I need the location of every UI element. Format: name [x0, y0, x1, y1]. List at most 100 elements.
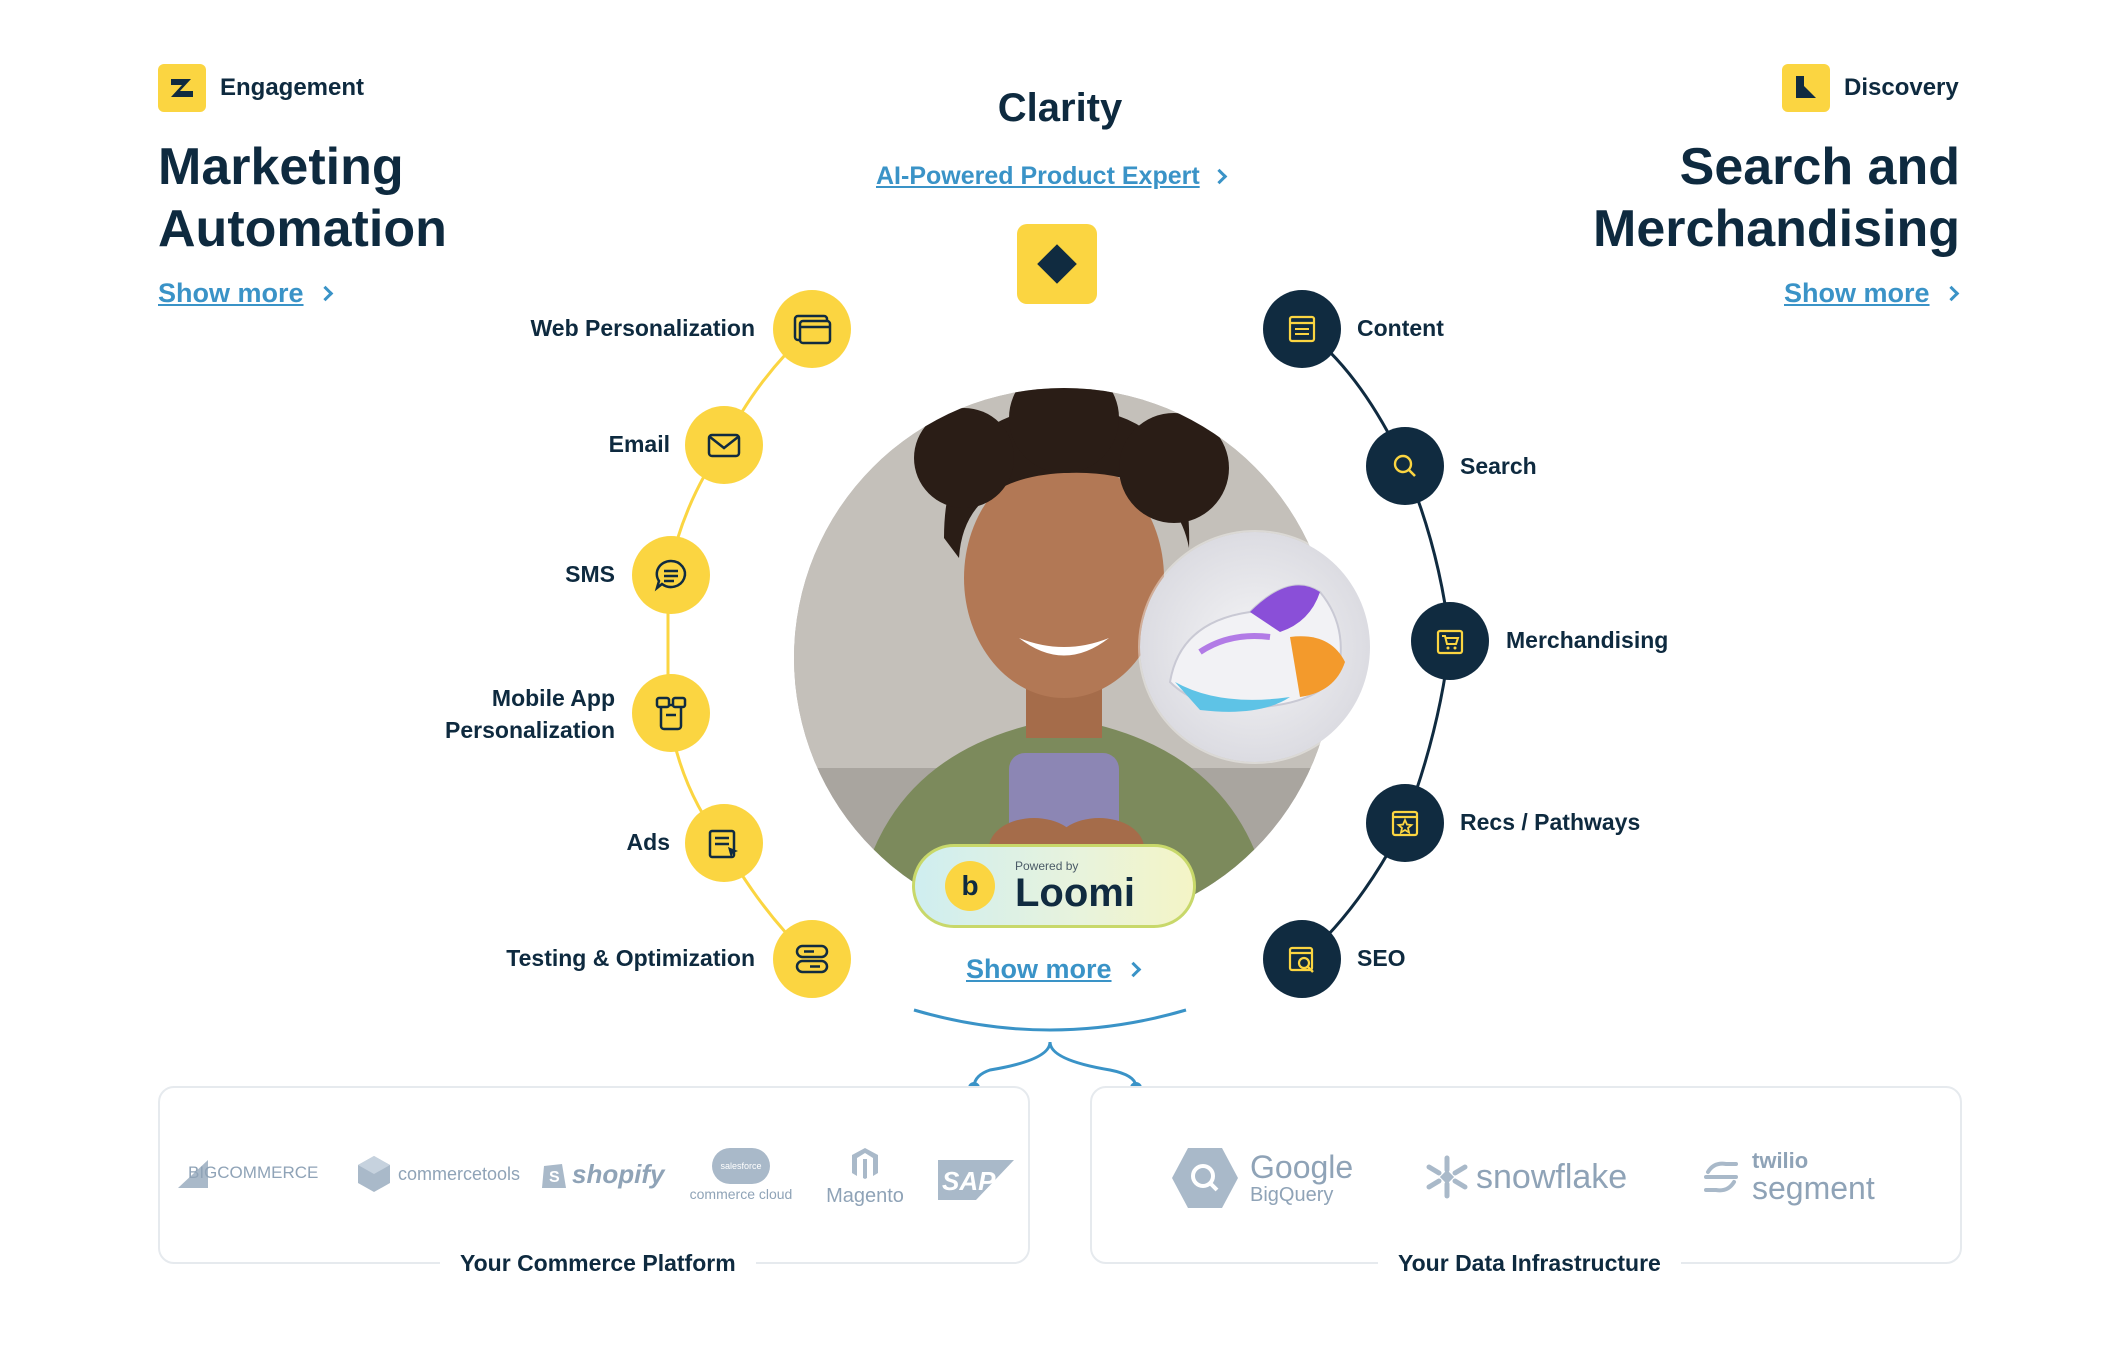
- loomi-logo-icon: b: [945, 861, 995, 911]
- engagement-logo-icon: [158, 64, 206, 112]
- chat-bubble-icon: [654, 559, 687, 592]
- content-label: Content: [1357, 315, 1444, 341]
- data-infrastructure-caption: Your Data Infrastructure: [1378, 1250, 1681, 1277]
- loomi-text: Powered by Loomi: [1015, 859, 1135, 913]
- merchandising-label: Merchandising: [1506, 627, 1669, 653]
- mobile-app-personalization-label: Mobile App Personalization: [410, 682, 615, 746]
- web-personalization-node[interactable]: [773, 290, 851, 368]
- loomi-name: Loomi: [1015, 871, 1135, 915]
- testing-optimization-node[interactable]: [773, 920, 851, 998]
- google-text: Google: [1250, 1148, 1354, 1185]
- cart-board-icon: [1436, 629, 1464, 655]
- twilio-segment-logo: twilio segment: [1700, 1150, 1875, 1204]
- twilio-segment-text: twilio segment: [1752, 1148, 1875, 1206]
- ads-label: Ads: [626, 829, 670, 855]
- google-bigquery-logo: Google BigQuery: [1170, 1146, 1353, 1210]
- star-card-icon: [1391, 810, 1419, 837]
- toggle-switches-icon: [795, 944, 829, 974]
- ai-product-expert-link[interactable]: AI-Powered Product Expert: [876, 162, 1227, 191]
- clarity-logo-icon: [1017, 224, 1097, 304]
- search-node[interactable]: [1366, 427, 1444, 505]
- label-line: Mobile App: [491, 685, 615, 711]
- merchandising-node[interactable]: [1411, 602, 1489, 680]
- powered-by-loomi-badge: b Powered by Loomi: [912, 844, 1196, 928]
- show-more-text: Show more: [1784, 278, 1930, 308]
- seo-node[interactable]: [1263, 920, 1341, 998]
- sms-node[interactable]: [632, 536, 710, 614]
- clarity-show-more-link[interactable]: Show more: [966, 954, 1141, 985]
- shopify-logo: S shopify: [540, 1158, 664, 1190]
- seo-browser-icon: [1288, 946, 1314, 973]
- twilio-text: twilio: [1752, 1148, 1809, 1173]
- seo-label: SEO: [1357, 945, 1406, 971]
- engagement-show-more-link[interactable]: Show more: [158, 278, 333, 309]
- commercetools-mark-icon: [358, 1156, 390, 1192]
- google-bigquery-text: Google BigQuery: [1250, 1150, 1353, 1207]
- recs-pathways-label: Recs / Pathways: [1460, 809, 1641, 835]
- magento-logo: Magento: [820, 1146, 910, 1208]
- sap-text: SAP: [942, 1166, 996, 1196]
- search-merchandising-title: Search and Merchandising: [1560, 136, 1960, 260]
- svg-text:S: S: [549, 1169, 560, 1186]
- snowflake-mark-icon: [1426, 1155, 1468, 1199]
- ai-product-expert-text: AI-Powered Product Expert: [876, 162, 1200, 190]
- mobile-app-personalization-node[interactable]: [632, 674, 710, 752]
- discovery-label: Discovery: [1844, 74, 1959, 101]
- commercetools-logo: commercetools: [356, 1154, 520, 1194]
- browser-window-icon: [793, 314, 832, 345]
- title-line: Search and: [1679, 138, 1960, 196]
- content-node[interactable]: [1263, 290, 1341, 368]
- commerce-platform-caption: Your Commerce Platform: [440, 1250, 756, 1277]
- marketing-automation-title: Marketing Automation: [158, 136, 447, 260]
- title-line: Merchandising: [1593, 200, 1960, 258]
- ads-node[interactable]: [685, 804, 763, 882]
- chevron-right-icon: [1125, 961, 1141, 978]
- bigcommerce-logo: BIGCOMMERCE: [178, 1158, 318, 1188]
- commerce-platform-box: [158, 1086, 1030, 1264]
- salesforce-cloud-icon: salesforce: [712, 1148, 770, 1184]
- segment-text: segment: [1752, 1170, 1875, 1206]
- shopify-text: shopify: [572, 1158, 665, 1189]
- search-label: Search: [1460, 453, 1537, 479]
- web-personalization-label: Web Personalization: [530, 315, 755, 341]
- discovery-badge: Discovery: [1782, 64, 1959, 112]
- commercetools-text: commercetools: [398, 1163, 521, 1184]
- email-node[interactable]: [685, 406, 763, 484]
- segment-mark-icon: [1704, 1161, 1738, 1193]
- envelope-icon: [707, 433, 741, 458]
- shopify-bag-icon: S: [542, 1164, 566, 1188]
- sap-mark-icon: SAP: [938, 1160, 1014, 1200]
- salesforce-commerce-cloud-logo: salesforce commerce cloud: [686, 1148, 796, 1202]
- sneaker-product-image: [1140, 532, 1370, 762]
- show-more-text: Show more: [966, 954, 1112, 984]
- discovery-show-more-link[interactable]: Show more: [1784, 278, 1959, 309]
- testing-optimization-label: Testing & Optimization: [506, 945, 755, 971]
- discovery-logo-icon: [1782, 64, 1830, 112]
- sms-label: SMS: [565, 561, 615, 587]
- email-label: Email: [608, 431, 670, 457]
- bigquery-hexagon-icon: [1172, 1148, 1238, 1208]
- engagement-label: Engagement: [220, 74, 365, 101]
- ad-click-icon: [708, 829, 738, 859]
- magento-mark-icon: [852, 1148, 878, 1179]
- mobile-app-icon: [655, 696, 687, 731]
- magnifier-icon: [1393, 454, 1416, 477]
- salesforce-text: salesforce: [720, 1161, 762, 1171]
- bigcommerce-text: BIGCOMMERCE: [188, 1163, 319, 1182]
- recs-pathways-node[interactable]: [1366, 784, 1444, 862]
- content-page-icon: [1288, 315, 1316, 343]
- magento-text: Magento: [826, 1185, 904, 1207]
- snowflake-text: snowflake: [1476, 1157, 1628, 1196]
- engagement-badge: Engagement: [158, 64, 364, 112]
- label-line: Personalization: [445, 717, 615, 743]
- commerce-cloud-text: commerce cloud: [689, 1186, 793, 1202]
- clarity-title: Clarity: [997, 86, 1123, 130]
- powered-by-text: Powered by: [1015, 859, 1079, 873]
- show-more-text: Show more: [158, 278, 304, 308]
- bigcommerce-mark-icon: [178, 1160, 208, 1188]
- title-line: Marketing: [158, 138, 404, 196]
- title-line: Automation: [158, 200, 447, 258]
- bigquery-text: BigQuery: [1250, 1183, 1334, 1206]
- sap-logo: SAP: [938, 1160, 1014, 1205]
- snowflake-logo: snowflake: [1424, 1154, 1627, 1200]
